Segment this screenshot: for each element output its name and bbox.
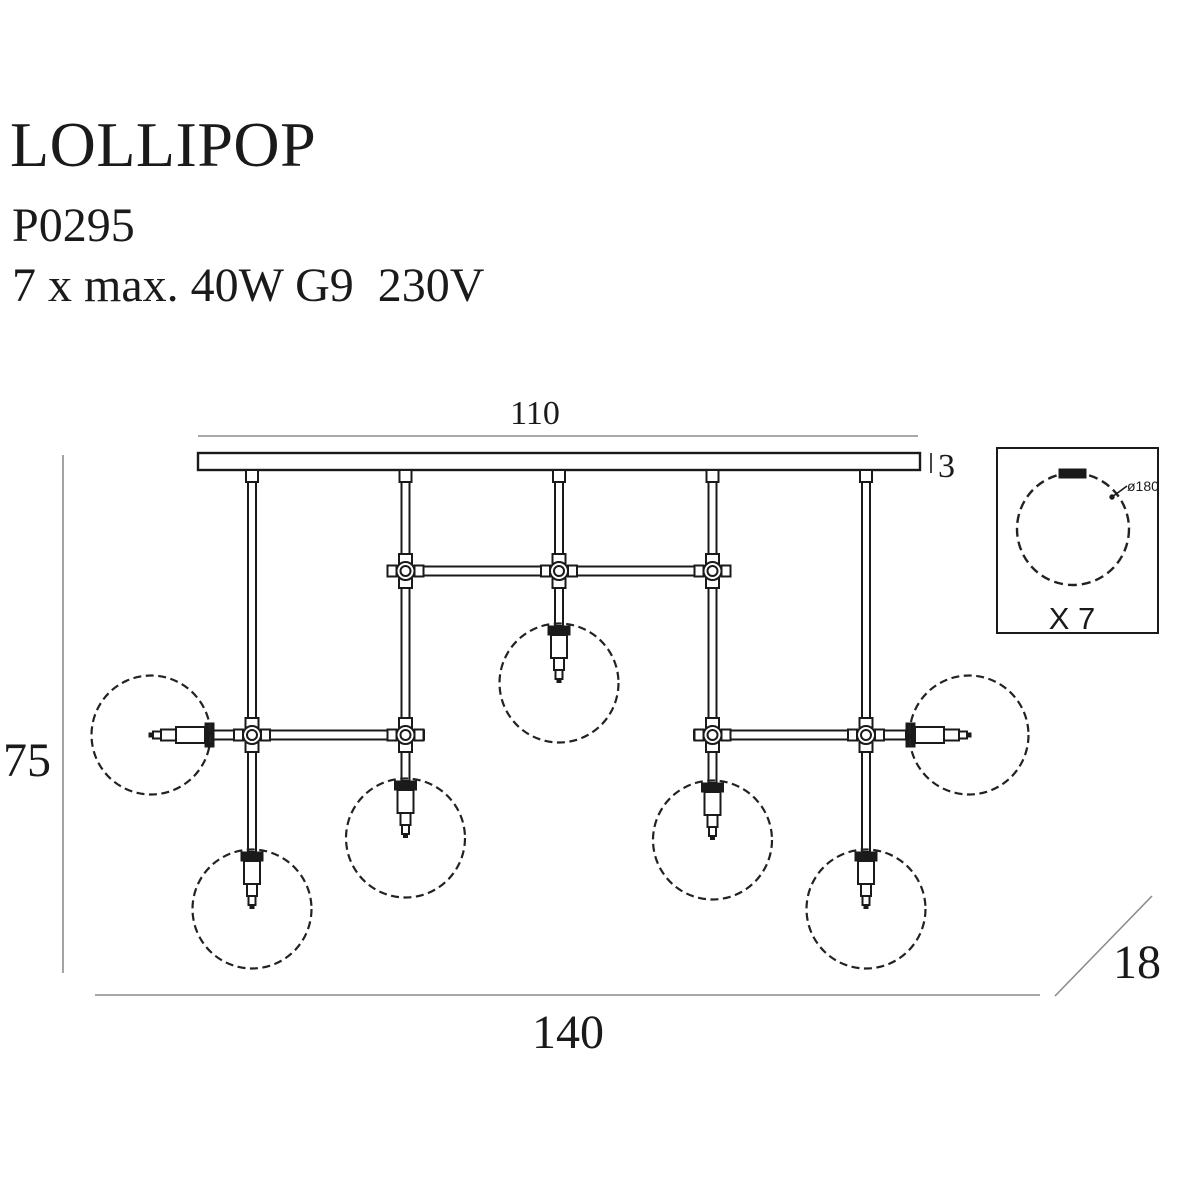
joint-lower-2 xyxy=(386,717,425,753)
canopy-bar xyxy=(196,451,922,472)
joint-lower-3 xyxy=(693,717,732,753)
rod-5 xyxy=(861,481,871,853)
socket-globe-2 xyxy=(393,780,418,839)
globe-detail-inset: ø180 X 7 xyxy=(996,447,1159,636)
joint-upper-1 xyxy=(386,553,425,589)
dimension-label-110: 110 xyxy=(510,395,560,432)
socket-globe-3 xyxy=(547,625,571,684)
dimension-depth: 18 xyxy=(1054,895,1161,997)
inset-count-label: X 7 xyxy=(1049,601,1096,636)
product-spec: 7 x max. 40W G9 230V xyxy=(12,259,485,312)
hanging-rods xyxy=(245,469,873,853)
dimension-canopy-thickness: 3 xyxy=(930,448,955,485)
inset-socket xyxy=(1058,468,1087,479)
joint-upper-3 xyxy=(693,553,732,589)
socket-globe-right xyxy=(905,722,972,748)
joint-upper-2 xyxy=(540,553,578,589)
joint-lower-1 xyxy=(233,717,271,753)
product-title: LOLLIPOP xyxy=(10,109,317,180)
socket-globe-left xyxy=(148,722,215,748)
socket-globe-1 xyxy=(240,851,264,910)
socket-globe-5 xyxy=(854,851,878,910)
dimension-label-3: 3 xyxy=(938,448,955,485)
dimension-label-18: 18 xyxy=(1113,936,1161,989)
inset-diameter-label: ø180 xyxy=(1127,478,1159,494)
socket-globe-4 xyxy=(700,782,725,841)
dimension-label-140: 140 xyxy=(532,1006,604,1059)
dimension-total-width: 140 xyxy=(95,994,1040,1059)
joint-lower-4 xyxy=(847,717,885,753)
product-model: P0295 xyxy=(12,199,135,252)
dimension-height: 75 xyxy=(3,455,64,973)
dimension-suspension-width: 110 xyxy=(198,395,918,437)
rod-1 xyxy=(247,481,257,853)
lamp-sockets xyxy=(148,625,972,910)
dimension-label-75: 75 xyxy=(3,734,51,787)
